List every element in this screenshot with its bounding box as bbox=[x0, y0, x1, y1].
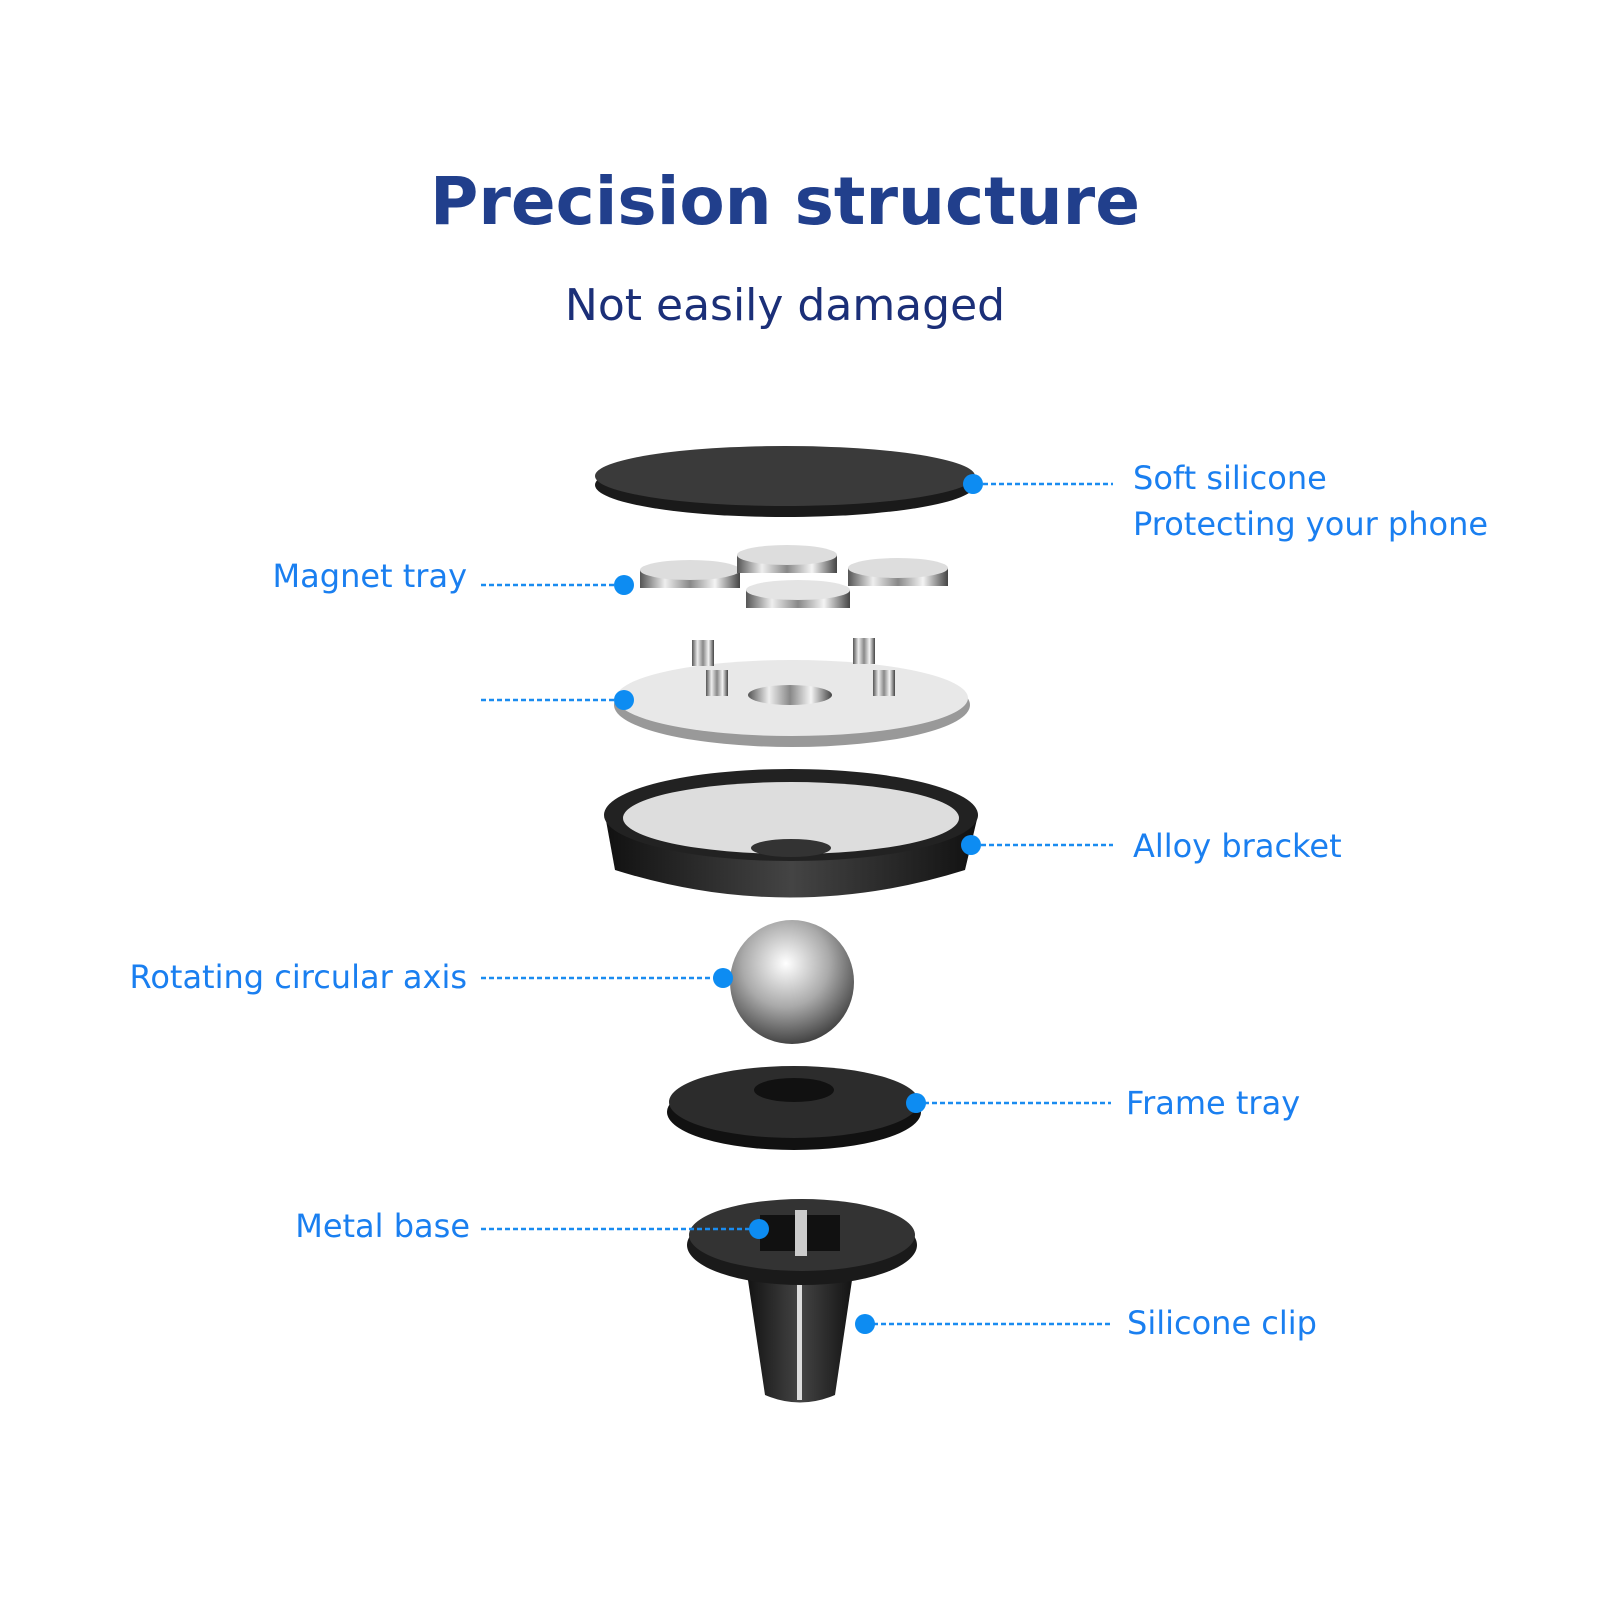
alloy-bracket bbox=[604, 769, 978, 898]
dot-magnet-tray bbox=[614, 575, 634, 595]
label-alloy-bracket: Alloy bracket bbox=[1133, 827, 1342, 865]
label-metal-base: Metal base bbox=[295, 1207, 470, 1245]
metal-base-clip bbox=[687, 1199, 917, 1403]
frame-tray bbox=[667, 1066, 921, 1150]
dot-rotating-axis bbox=[713, 968, 733, 988]
page-title: Precision structure bbox=[430, 163, 1140, 240]
label-frame-tray: Frame tray bbox=[1126, 1084, 1300, 1122]
label-magnet-tray: Magnet tray bbox=[273, 557, 467, 595]
dot-metal-base bbox=[749, 1219, 769, 1239]
label-protecting-phone: Protecting your phone bbox=[1133, 505, 1488, 543]
rotating-ball bbox=[730, 920, 854, 1044]
metal-plate bbox=[614, 638, 970, 747]
label-soft-silicone: Soft silicone bbox=[1133, 459, 1327, 497]
dot-soft-silicone bbox=[963, 474, 983, 494]
dot-frame-tray bbox=[906, 1093, 926, 1113]
page-subtitle: Not easily damaged bbox=[565, 280, 1005, 331]
dot-silicone-clip bbox=[855, 1314, 875, 1334]
label-rotating-axis: Rotating circular axis bbox=[130, 958, 467, 996]
dot-alloy-bracket bbox=[961, 835, 981, 855]
magnets bbox=[640, 545, 948, 608]
soft-silicone-pad bbox=[595, 446, 975, 517]
label-silicone-clip: Silicone clip bbox=[1127, 1304, 1317, 1342]
dot-metal-plate bbox=[614, 690, 634, 710]
